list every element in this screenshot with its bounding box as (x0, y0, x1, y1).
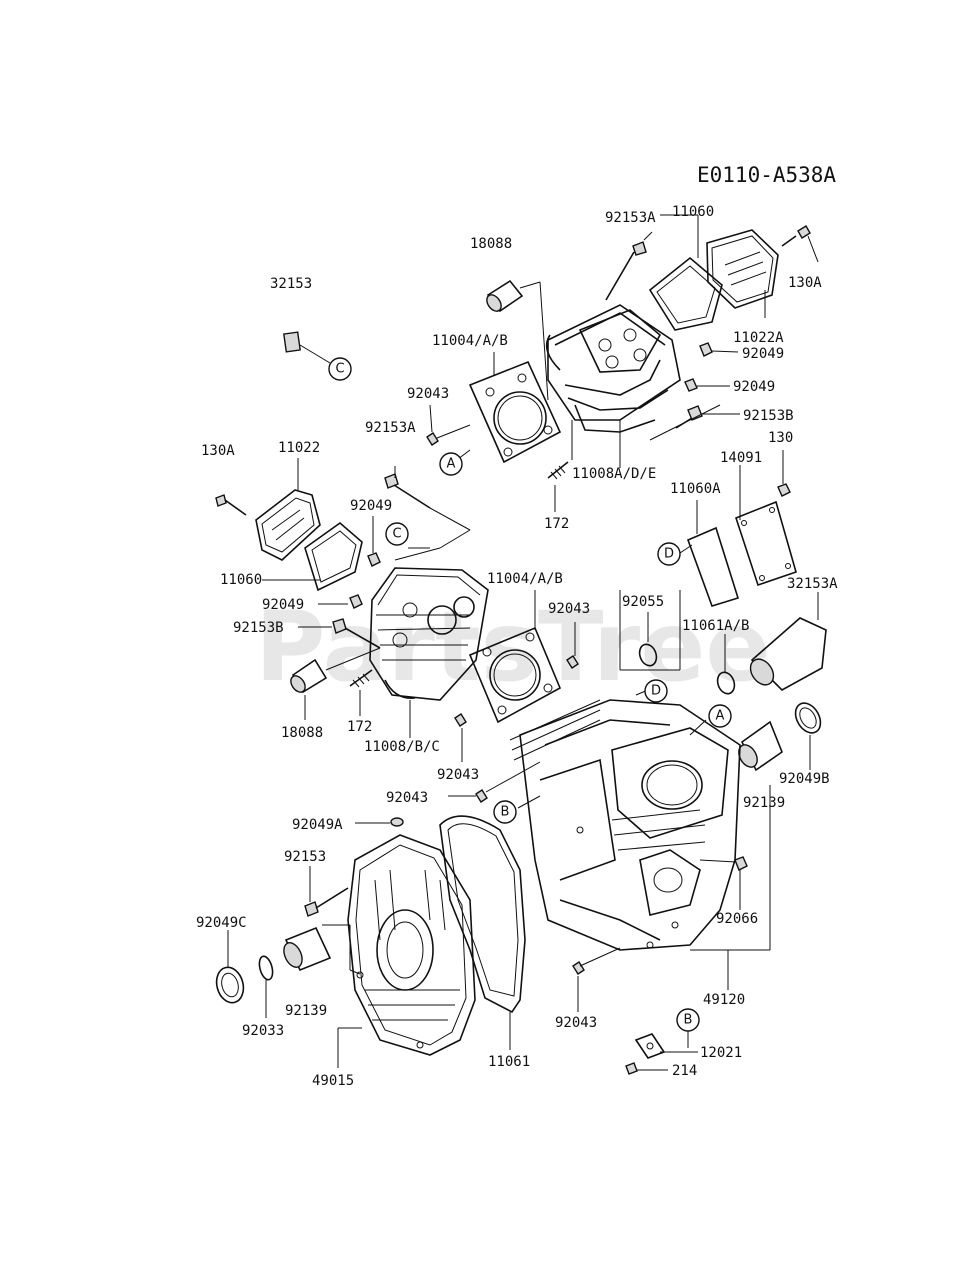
ref-circle-d-right: D (657, 542, 681, 566)
seal-92049B-drawing (794, 702, 822, 770)
cover-11022-left-drawing (215, 458, 363, 592)
crankcase-49120-drawing (448, 699, 770, 1012)
breather-32153A-drawing (749, 592, 827, 691)
label-11060-top: 11060 (672, 204, 714, 220)
label-11008ADE: 11008A/D/E (572, 466, 656, 482)
diagram-code: E0110-A538A (697, 163, 836, 187)
cylinder-head-upper-drawing (545, 214, 819, 468)
oring-92055-drawing (619, 590, 681, 671)
cover-49015-drawing (215, 817, 476, 1068)
ring-11061AB-drawing (716, 634, 736, 695)
label-32153: 32153 (270, 276, 312, 292)
label-92153B-left: 92153B (233, 620, 284, 636)
gasket-11004-top-drawing (426, 352, 562, 464)
label-92049A: 92049A (292, 817, 343, 833)
label-12021: 12021 (700, 1045, 742, 1061)
label-130A-left: 130A (201, 443, 235, 459)
label-92043-low: 92043 (437, 767, 479, 783)
leader-ref-d1 (679, 544, 693, 554)
label-11022A: 11022A (733, 330, 784, 346)
ref-circle-c-mid: C (385, 522, 409, 546)
label-11060-left: 11060 (220, 572, 262, 588)
leader-ref-a2 (689, 719, 707, 736)
label-92153B-right: 92153B (743, 408, 794, 424)
leader-ref-b1 (517, 795, 541, 809)
label-92043-b: 92043 (386, 790, 428, 806)
label-92043-mid: 92043 (548, 601, 590, 617)
svg-text:B: B (684, 1013, 693, 1028)
label-92049-r1: 92049 (742, 346, 784, 362)
label-92049B: 92049B (779, 771, 830, 787)
label-92049-left: 92049 (262, 597, 304, 613)
label-92139-left: 92139 (285, 1003, 327, 1019)
label-172-left: 172 (347, 719, 372, 735)
label-92153A-left: 92153A (365, 420, 416, 436)
label-11008BC: 11008/B/C (364, 739, 440, 755)
label-11004-mid: 11004/A/B (487, 571, 563, 587)
svg-text:B: B (501, 805, 510, 820)
svg-text:D: D (664, 547, 674, 562)
part-18088-top-drawing (486, 279, 549, 401)
svg-text:C: C (335, 362, 344, 377)
label-11060A: 11060A (670, 481, 721, 497)
label-92139-right: 92139 (743, 795, 785, 811)
ref-circle-a-mid: A (708, 704, 732, 728)
bushing-92139-right-drawing (738, 720, 783, 950)
cylinder-head-lower-drawing (290, 466, 489, 738)
ref-circle-d-mid: D (644, 679, 668, 703)
label-32153A: 32153A (787, 576, 838, 592)
label-92055: 92055 (622, 594, 664, 610)
label-92066: 92066 (716, 911, 758, 927)
label-49120: 49120 (703, 992, 745, 1008)
svg-text:D: D (651, 684, 661, 699)
label-11004-top: 11004/A/B (432, 333, 508, 349)
label-18088-top: 18088 (470, 236, 512, 252)
ref-circle-b-mid: B (493, 800, 517, 824)
watermark: PartsTree (255, 591, 770, 703)
label-92153: 92153 (284, 849, 326, 865)
label-11061AB: 11061A/B (682, 618, 749, 634)
plate-14091-drawing (686, 450, 797, 607)
label-130: 130 (768, 430, 793, 446)
label-49015: 49015 (312, 1073, 354, 1089)
ref-circle-a-top: A (439, 452, 463, 476)
part-32153-drawing (283, 331, 331, 364)
label-130A-right: 130A (788, 275, 822, 291)
label-14091: 14091 (720, 450, 762, 466)
gasket-11061-drawing (439, 815, 526, 1050)
label-92043-bottom: 92043 (555, 1015, 597, 1031)
ref-circle-c-top: C (328, 357, 352, 381)
label-92049-mid: 92049 (350, 498, 392, 514)
label-92153A-top: 92153A (605, 210, 656, 226)
bracket-12021-drawing (625, 1030, 698, 1075)
label-172-top: 172 (544, 516, 569, 532)
label-214: 214 (672, 1063, 697, 1079)
stud-172-top-drawing (547, 461, 569, 512)
gasket-11004-mid-drawing (454, 590, 579, 762)
label-92049C: 92049C (196, 915, 247, 931)
label-11061: 11061 (488, 1054, 530, 1070)
ref-circle-b-bottom: B (676, 1008, 700, 1032)
label-92043-top: 92043 (407, 386, 449, 402)
svg-text:A: A (716, 709, 725, 724)
label-11022: 11022 (278, 440, 320, 456)
label-18088-left: 18088 (281, 725, 323, 741)
label-92033: 92033 (242, 1023, 284, 1039)
svg-text:A: A (447, 457, 456, 472)
label-92049-r2: 92049 (733, 379, 775, 395)
svg-text:C: C (392, 527, 401, 542)
